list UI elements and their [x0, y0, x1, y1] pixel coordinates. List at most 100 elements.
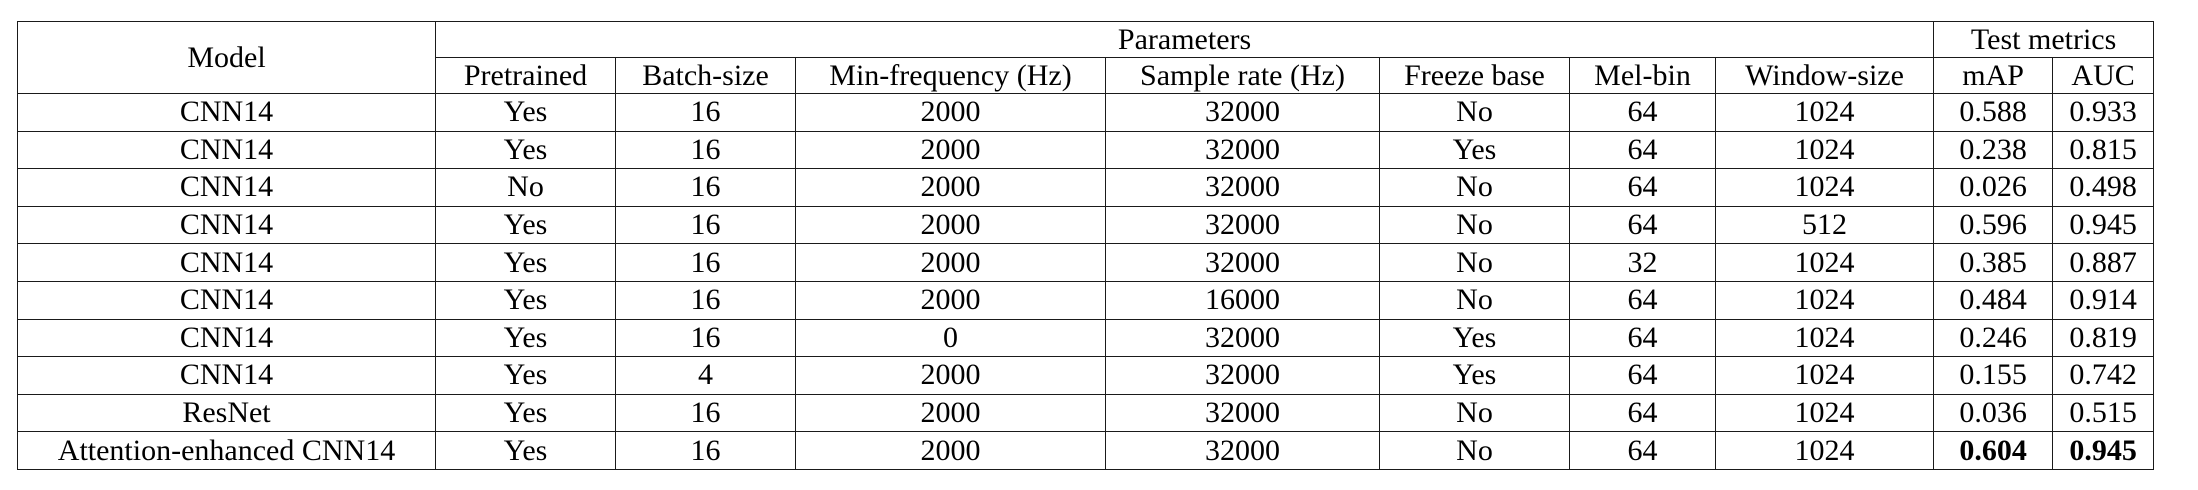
cell-model: CNN14 — [17, 168, 436, 207]
cell-model: CNN14 — [17, 280, 436, 320]
cell-map: 0.026 — [1933, 168, 2054, 207]
header-batch-size: Batch-size — [615, 57, 796, 94]
cell-freeze-base: No — [1379, 205, 1570, 245]
table-row: CNN14 No 16 2000 32000 No 64 1024 0.026 … — [17, 168, 2155, 207]
cell-min-frequency: 2000 — [795, 243, 1106, 282]
header-auc: AUC — [2052, 57, 2155, 94]
results-table-container: Model Parameters Test metrics Pretrained… — [17, 21, 2155, 470]
cell-model: CNN14 — [17, 205, 436, 245]
cell-sample-rate: 32000 — [1105, 130, 1380, 170]
cell-batch-size: 16 — [615, 431, 796, 470]
cell-min-frequency: 0 — [795, 318, 1106, 358]
cell-auc: 0.933 — [2052, 93, 2155, 132]
cell-freeze-base: Yes — [1379, 356, 1570, 395]
cell-batch-size: 16 — [615, 393, 796, 433]
cell-window-size: 1024 — [1714, 431, 1935, 470]
cell-sample-rate: 32000 — [1105, 393, 1380, 433]
cell-window-size: 1024 — [1714, 243, 1935, 282]
cell-sample-rate: 16000 — [1105, 280, 1380, 320]
cell-model: ResNet — [17, 393, 436, 433]
cell-auc: 0.819 — [2052, 318, 2155, 358]
header-test-metrics: Test metrics — [1933, 21, 2155, 58]
cell-freeze-base: No — [1379, 393, 1570, 433]
cell-map-best: 0.604 — [1933, 431, 2054, 470]
header-pretrained: Pretrained — [435, 57, 616, 94]
header-min-frequency: Min-frequency (Hz) — [795, 57, 1106, 94]
table-row: CNN14 Yes 4 2000 32000 Yes 64 1024 0.155… — [17, 356, 2155, 395]
cell-model: CNN14 — [17, 93, 436, 132]
cell-window-size: 1024 — [1714, 130, 1935, 170]
header-mel-bin: Mel-bin — [1569, 57, 1716, 94]
cell-batch-size: 16 — [615, 280, 796, 320]
cell-mel-bin: 64 — [1569, 280, 1716, 320]
cell-mel-bin: 64 — [1569, 130, 1716, 170]
table-row: ResNet Yes 16 2000 32000 No 64 1024 0.03… — [17, 393, 2155, 433]
table-row: CNN14 Yes 16 2000 32000 Yes 64 1024 0.23… — [17, 130, 2155, 170]
cell-window-size: 1024 — [1714, 393, 1935, 433]
header-row-columns: Pretrained Batch-size Min-frequency (Hz)… — [18, 57, 2155, 94]
cell-map: 0.588 — [1933, 93, 2054, 132]
cell-min-frequency: 2000 — [795, 431, 1106, 470]
cell-auc: 0.914 — [2052, 280, 2155, 320]
cell-sample-rate: 32000 — [1105, 431, 1380, 470]
cell-pretrained: Yes — [435, 318, 616, 358]
cell-min-frequency: 2000 — [795, 130, 1106, 170]
cell-freeze-base: No — [1379, 280, 1570, 320]
cell-pretrained: Yes — [435, 130, 616, 170]
cell-mel-bin: 64 — [1569, 205, 1716, 245]
cell-freeze-base: No — [1379, 243, 1570, 282]
cell-window-size: 1024 — [1714, 280, 1935, 320]
cell-model: CNN14 — [17, 130, 436, 170]
cell-auc: 0.887 — [2052, 243, 2155, 282]
cell-mel-bin: 64 — [1569, 168, 1716, 207]
cell-model: CNN14 — [17, 356, 436, 395]
cell-map: 0.238 — [1933, 130, 2054, 170]
cell-mel-bin: 32 — [1569, 243, 1716, 282]
table-row: Attention-enhanced CNN14 Yes 16 2000 320… — [17, 431, 2155, 470]
cell-min-frequency: 2000 — [795, 205, 1106, 245]
cell-batch-size: 4 — [615, 356, 796, 395]
header-freeze-base: Freeze base — [1379, 57, 1570, 94]
cell-pretrained: Yes — [435, 243, 616, 282]
table-row: CNN14 Yes 16 2000 32000 No 64 1024 0.588… — [17, 93, 2155, 132]
cell-sample-rate: 32000 — [1105, 205, 1380, 245]
table-row: CNN14 Yes 16 0 32000 Yes 64 1024 0.246 0… — [17, 318, 2155, 358]
header-map: mAP — [1933, 57, 2054, 94]
cell-pretrained: Yes — [435, 280, 616, 320]
header-parameters: Parameters — [434, 21, 1935, 58]
cell-window-size: 512 — [1714, 205, 1935, 245]
cell-freeze-base: Yes — [1379, 130, 1570, 170]
cell-window-size: 1024 — [1714, 356, 1935, 395]
results-table: Model Parameters Test metrics Pretrained… — [17, 21, 2155, 470]
cell-map: 0.246 — [1933, 318, 2054, 358]
cell-min-frequency: 2000 — [795, 168, 1106, 207]
cell-auc: 0.945 — [2052, 205, 2155, 245]
cell-auc: 0.815 — [2052, 130, 2155, 170]
cell-freeze-base: No — [1379, 168, 1570, 207]
cell-auc: 0.515 — [2052, 393, 2155, 433]
header-model: Model — [17, 21, 436, 94]
cell-pretrained: No — [435, 168, 616, 207]
cell-mel-bin: 64 — [1569, 318, 1716, 358]
cell-window-size: 1024 — [1714, 93, 1935, 132]
cell-batch-size: 16 — [615, 318, 796, 358]
cell-map: 0.155 — [1933, 356, 2054, 395]
cell-map: 0.484 — [1933, 280, 2054, 320]
cell-map: 0.036 — [1933, 393, 2054, 433]
cell-auc: 0.742 — [2052, 356, 2155, 395]
cell-min-frequency: 2000 — [795, 93, 1106, 132]
cell-min-frequency: 2000 — [795, 393, 1106, 433]
cell-sample-rate: 32000 — [1105, 243, 1380, 282]
cell-pretrained: Yes — [435, 356, 616, 395]
cell-batch-size: 16 — [615, 93, 796, 132]
cell-map: 0.385 — [1933, 243, 2054, 282]
cell-min-frequency: 2000 — [795, 356, 1106, 395]
cell-mel-bin: 64 — [1569, 356, 1716, 395]
cell-sample-rate: 32000 — [1105, 356, 1380, 395]
header-row-groups: Model Parameters Test metrics — [17, 21, 2155, 94]
cell-pretrained: Yes — [435, 393, 616, 433]
cell-mel-bin: 64 — [1569, 393, 1716, 433]
cell-auc: 0.498 — [2052, 168, 2155, 207]
cell-freeze-base: Yes — [1379, 318, 1570, 358]
cell-freeze-base: No — [1379, 93, 1570, 132]
